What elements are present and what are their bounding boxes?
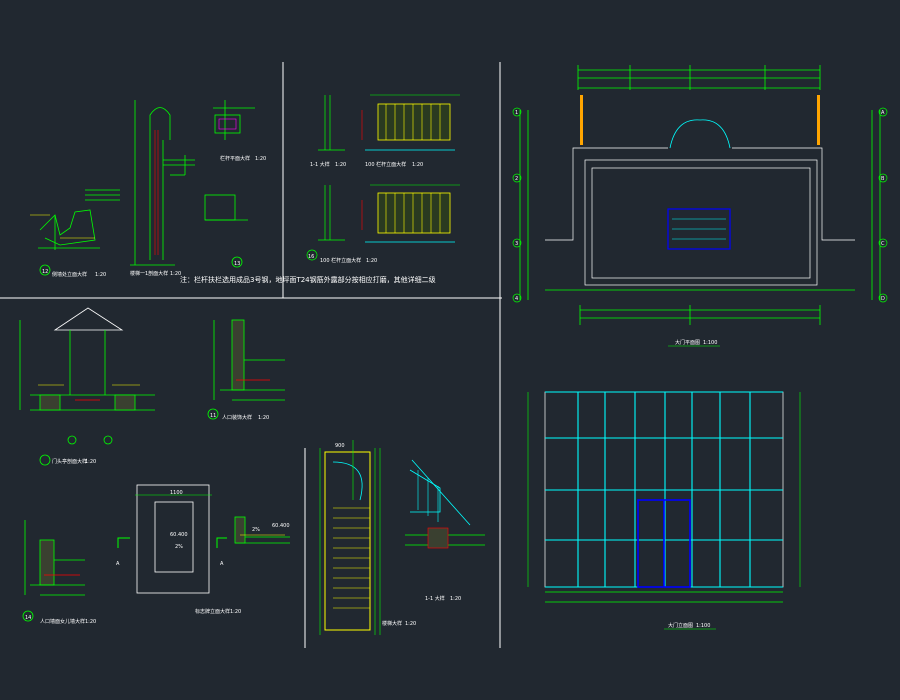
- railing-elevation-top: [365, 94, 460, 151]
- title-parapet-detail: 人口墙面女儿墙大样: [40, 618, 85, 625]
- title-gate-elevation: 大门立面图: [668, 622, 693, 629]
- scale-stair-plan: 1:20: [405, 621, 416, 627]
- grid-label-4: 4: [515, 296, 518, 302]
- scale-railing-elevation-2: 1:20: [366, 258, 377, 264]
- gate-plan-walls: [545, 147, 855, 291]
- detail-number-12: 12: [42, 269, 48, 275]
- title-underlines: [664, 345, 720, 630]
- sheet-frame-lines: [0, 62, 502, 648]
- title-entrance-detail: 人口装饰大样: [222, 414, 252, 421]
- detail-12-accent: [30, 214, 95, 239]
- stair-section-red-core: [154, 130, 159, 255]
- section-a-detail: [234, 516, 290, 544]
- scale-sign-elevation: 1:20: [230, 609, 241, 615]
- section-mark-a-right: A: [220, 561, 224, 567]
- detail-14-wall: [22, 520, 85, 622]
- railing-elevation-bottom: [365, 184, 460, 243]
- detail-number-13: 13: [234, 261, 240, 267]
- scale-wall-elevation: 1:20: [95, 272, 106, 278]
- title-wall-elevation: 侧墙处立面大样: [52, 271, 87, 278]
- detail-railing-plan: [204, 100, 255, 268]
- scale-entrance-detail: 1:20: [258, 415, 269, 421]
- section-dim-slope: 2%: [252, 527, 260, 533]
- sign-dim-slope: 2%: [175, 544, 183, 550]
- pavilion-section: [19, 307, 155, 466]
- gate-elevation: [527, 391, 801, 603]
- gate-plan: [519, 65, 881, 325]
- scale-section-1-1-top: 1:20: [335, 162, 346, 168]
- scale-gate-plan: 1:100: [703, 340, 717, 346]
- stair-section-detail: [405, 459, 485, 549]
- title-section-1-1-top: 1-1 大样: [310, 161, 330, 168]
- sign-elevation: [117, 484, 227, 594]
- stair-plan: [319, 440, 381, 635]
- scale-gate-elevation: 1:100: [696, 623, 710, 629]
- railing-plan-magenta: [218, 118, 237, 130]
- scale-parapet-detail: 1:20: [85, 619, 96, 625]
- scale-section-1-1-bottom: 1:20: [450, 596, 461, 602]
- grid-label-3: 3: [515, 241, 518, 247]
- detail-11-wall: [207, 319, 285, 420]
- scale-pavilion-section: 1:20: [85, 459, 96, 465]
- grid-label-d: D: [881, 296, 885, 302]
- title-railing-elevation-1: 100 栏杆立面大样: [365, 161, 406, 168]
- railing-side-details: [306, 95, 345, 261]
- grid-label-a: A: [881, 110, 885, 116]
- title-section-1-1-bottom: 1-1 大样: [425, 595, 445, 602]
- title-stair-plan: 楼梯大样: [382, 620, 402, 627]
- gate-plan-sign: [667, 208, 731, 250]
- scale-stair-section: 1:20: [170, 271, 181, 277]
- gate-plan-columns: [580, 95, 820, 145]
- title-stair-section: 楼梯一1剖面大样: [130, 270, 168, 277]
- sign-dim-elevation: 60.400: [170, 532, 188, 538]
- section-mark-a-left: A: [116, 561, 120, 567]
- detail-number-11: 11: [210, 413, 216, 419]
- grid-label-c: C: [881, 241, 885, 247]
- detail-stair-section-tall: [130, 100, 195, 266]
- detail-number-14: 14: [25, 615, 31, 621]
- grid-label-b: B: [881, 176, 885, 182]
- stair-dim-width: 900: [335, 443, 345, 449]
- sign-dim-width: 1100: [170, 490, 183, 496]
- title-railing-plan: 栏杆平面大样: [220, 155, 250, 162]
- title-railing-elevation-2: 100 栏杆立面大样: [320, 257, 361, 264]
- grid-label-2: 2: [515, 176, 518, 182]
- detail-12-wall-section: [38, 189, 120, 276]
- scale-railing-elevation-1: 1:20: [412, 162, 423, 168]
- detail-number-16: 16: [308, 254, 314, 260]
- grid-label-1: 1: [515, 110, 518, 116]
- title-sign-elevation: 标志牌立面大样: [195, 608, 230, 615]
- gate-plan-door-swing: [669, 119, 731, 149]
- gate-plan-grid-bubbles: [512, 107, 888, 303]
- section-dim-elevation: 60.400: [272, 523, 290, 529]
- scale-railing-plan: 1:20: [255, 156, 266, 162]
- title-pavilion-section: 门头亭剖面大样: [52, 458, 87, 465]
- title-gate-plan: 大门平面图: [675, 339, 700, 346]
- general-note: 注：栏杆扶栏选用成品3号钢，地坪面T24钢筋外露部分按相应打磨，其他详细二级: [180, 275, 436, 284]
